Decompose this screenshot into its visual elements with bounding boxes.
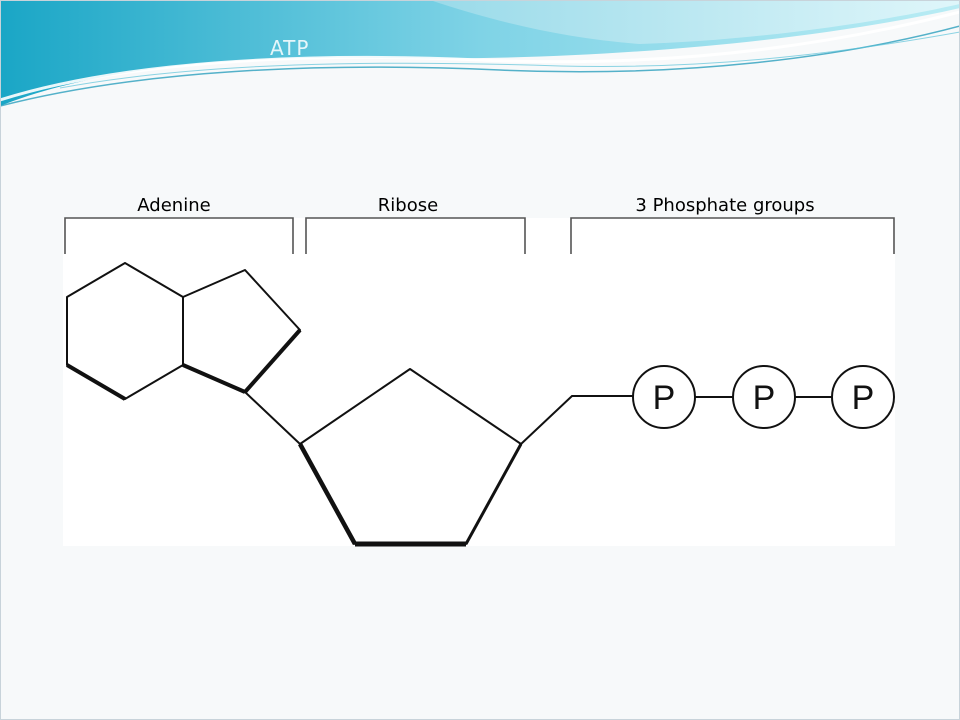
phosphate-symbol-1: P — [653, 379, 676, 417]
adenine-label: Adenine — [137, 195, 211, 216]
ribose-phosphate-bond — [520, 395, 633, 445]
adenine-bracket — [64, 217, 294, 254]
ribose-label: Ribose — [377, 195, 439, 216]
phosphate-symbol-3: P — [852, 379, 875, 417]
phosphate-group-3: P — [831, 365, 895, 429]
adenine-ribose-bond — [244, 391, 301, 445]
phosphate-bracket — [570, 217, 895, 254]
slide-title: ATP — [270, 36, 310, 60]
ribose-bracket — [305, 217, 526, 254]
ribose-ring-structure — [298, 368, 523, 547]
phosphate-group-2: P — [732, 365, 796, 429]
phosphate-groups-label: 3 Phosphate groups — [635, 195, 815, 216]
phosphate-group-1: P — [632, 365, 696, 429]
adenine-ring-structure — [65, 262, 302, 401]
phosphate-symbol-2: P — [753, 379, 776, 417]
phosphate-chain: P P P — [632, 365, 895, 429]
header-swoosh-decoration — [0, 0, 960, 107]
